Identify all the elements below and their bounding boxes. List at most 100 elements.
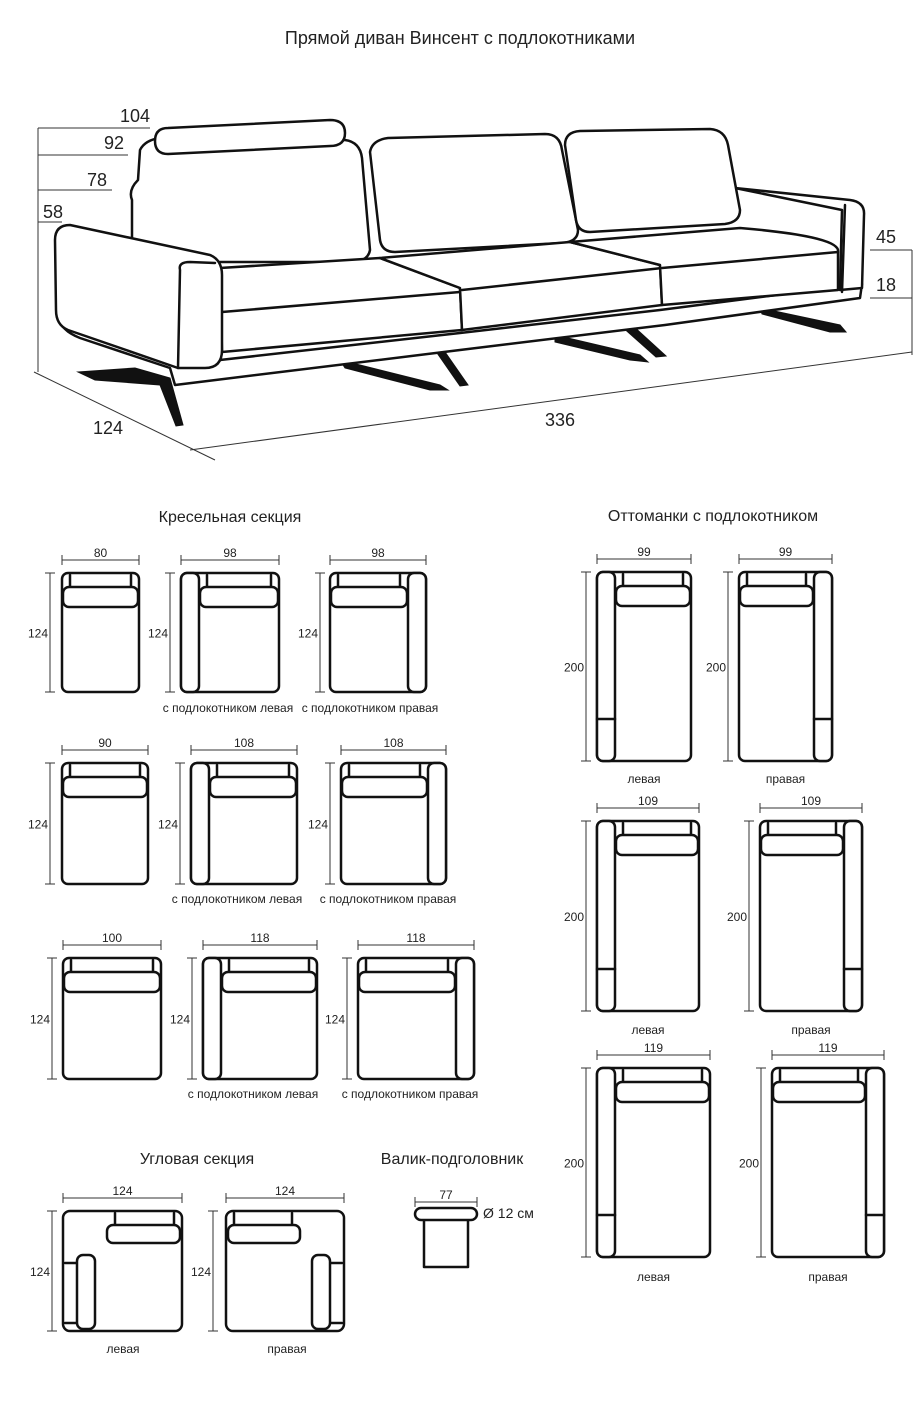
dim-depth: 124 <box>93 418 123 438</box>
height-label: 124 <box>28 818 48 832</box>
back-cushion <box>340 775 429 799</box>
right-arm-edge <box>840 203 847 294</box>
back-cushion <box>357 970 457 994</box>
corner-module-left: 124 124 <box>30 1184 184 1333</box>
caption-ottoman-right: правая <box>791 1023 830 1037</box>
armrest <box>812 570 834 763</box>
headrest-bolster <box>153 118 347 156</box>
back-frame <box>232 1211 294 1227</box>
armrest <box>189 761 211 886</box>
armrest <box>842 819 864 1013</box>
width-label: 98 <box>223 546 237 560</box>
dim-104: 104 <box>120 106 150 126</box>
height-label: 200 <box>706 661 726 675</box>
caption-arm-right: с подлокотником правая <box>342 1087 479 1101</box>
armrest <box>864 1066 886 1259</box>
caption-arm-right: с подлокотником правая <box>320 892 457 906</box>
height-label: 124 <box>148 627 168 641</box>
back-cushion <box>226 1223 302 1245</box>
height-label: 124 <box>30 1265 50 1279</box>
seat-cushion-3 <box>568 226 840 307</box>
side-cushion <box>75 1253 97 1331</box>
back-cushion <box>220 970 318 994</box>
width-label: 124 <box>275 1184 295 1198</box>
back-cushion <box>614 833 700 857</box>
back-cushion <box>208 775 298 799</box>
caption-arm-right: с подлокотником правая <box>302 701 439 715</box>
armrest <box>454 956 476 1081</box>
height-label: 124 <box>158 818 178 832</box>
ottoman-left: 119 200 <box>564 1041 712 1259</box>
height-label: 200 <box>727 910 747 924</box>
left-arm <box>53 223 224 370</box>
bolster-diameter: Ø 12 см <box>483 1205 534 1221</box>
side-frame <box>63 1261 79 1325</box>
side-frame <box>328 1261 344 1325</box>
module-arm-left: 108 124 <box>158 736 299 886</box>
width-label: 109 <box>638 794 658 808</box>
caption-arm-left: с подлокотником левая <box>188 1087 318 1101</box>
back-cushion <box>759 833 845 857</box>
ottoman-right: 99 200 <box>706 545 834 763</box>
height-label: 124 <box>28 627 48 641</box>
height-label: 124 <box>298 627 318 641</box>
back-cushion <box>614 1080 711 1104</box>
side-cushion <box>310 1253 332 1331</box>
bolster-drawing <box>413 1197 479 1269</box>
width-label: 99 <box>779 545 793 559</box>
armchair-section-title: Кресельная секция <box>159 509 302 526</box>
width-label: 100 <box>102 931 122 945</box>
back-cushion <box>738 584 815 608</box>
caption-arm-left: с подлокотником левая <box>163 701 293 715</box>
right-arm <box>733 186 866 292</box>
width-label: 99 <box>637 545 651 559</box>
caption-ottoman-right: правая <box>766 772 805 786</box>
width-label: 90 <box>98 736 112 750</box>
height-label: 124 <box>325 1013 345 1027</box>
module-arm-left: 98 124 <box>148 546 281 694</box>
seat-cushion-3-edge <box>660 250 840 270</box>
armrest <box>201 956 223 1081</box>
left-arm-edge <box>176 260 217 370</box>
seat-cushion-2-edge <box>460 266 664 292</box>
dim-45: 45 <box>876 227 896 247</box>
back-cushion <box>61 775 149 799</box>
dim-18: 18 <box>876 275 896 295</box>
armrest <box>595 819 617 1013</box>
back-cushion-1 <box>129 136 372 264</box>
armrest <box>406 571 428 694</box>
caption-ottoman-left: левая <box>627 772 660 786</box>
caption-corner-left: левая <box>106 1342 139 1356</box>
bolster-width: 77 <box>439 1188 453 1202</box>
caption-ottoman-left: левая <box>637 1270 670 1284</box>
bolster-title: Валик-подголовник <box>381 1151 524 1168</box>
dim-78: 78 <box>87 170 107 190</box>
dim-58: 58 <box>43 202 63 222</box>
height-label: 124 <box>308 818 328 832</box>
back-cushion <box>62 970 162 994</box>
seat-cushion-1-edge <box>220 290 462 314</box>
back-cushion-2 <box>368 132 580 254</box>
width-label: 119 <box>644 1041 663 1055</box>
armrest <box>595 570 617 763</box>
width-label: 124 <box>112 1184 132 1198</box>
caption-ottoman-left: левая <box>631 1023 664 1037</box>
caption-ottoman-right: правая <box>808 1270 847 1284</box>
width-label: 108 <box>234 736 254 750</box>
caption-arm-left: с подлокотником левая <box>172 892 302 906</box>
height-label: 124 <box>30 1013 50 1027</box>
width-label: 109 <box>801 794 821 808</box>
height-label: 200 <box>564 1157 584 1171</box>
ottoman-right: 109 200 <box>727 794 864 1013</box>
sofa-legs <box>76 307 848 427</box>
dim-92: 92 <box>104 133 124 153</box>
back-cushion <box>198 585 280 609</box>
